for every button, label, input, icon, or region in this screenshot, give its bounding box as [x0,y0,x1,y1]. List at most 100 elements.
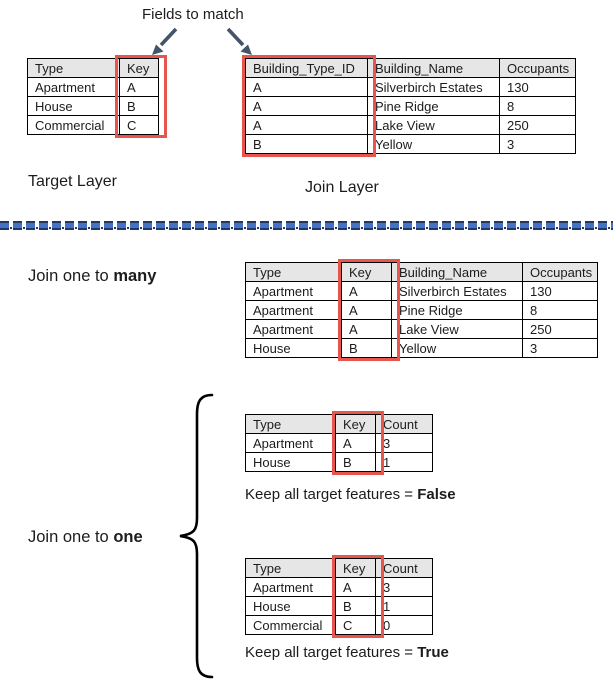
column-header: Type [245,558,336,578]
table-cell: A [245,96,368,116]
table-cell: Yellow [391,338,523,358]
table-cell: B [341,338,392,358]
label-text: Keep all target features = [245,486,418,503]
column-header: Occupants [499,58,576,78]
table-cell: A [341,281,392,301]
table-cell: Yellow [367,134,500,154]
column-header: Key [335,558,376,578]
table-cell: Apartment [245,300,342,320]
table-cell: B [335,596,376,616]
table-cell: 250 [522,319,598,339]
table-cell: A [119,77,159,97]
table-cell: 0 [375,615,433,635]
table-cell: 8 [522,300,598,320]
table-cell: 1 [375,596,433,616]
table-cell: Apartment [245,319,342,339]
column-header: Key [335,414,376,434]
table-cell: A [245,77,368,97]
join-layer-label: Join Layer [305,179,379,196]
table-cell: Lake View [391,319,523,339]
table-cell: House [245,596,336,616]
column-header: Building_Type_ID [245,58,368,78]
table-cell: Silverbirch Estates [367,77,500,97]
table-cell: 130 [522,281,598,301]
table-cell: 3 [375,433,433,453]
table-cell: B [119,96,159,116]
table-cell: Silverbirch Estates [391,281,523,301]
table-cell: A [335,577,376,597]
table-cell: Apartment [245,281,342,301]
section-divider [0,221,613,230]
table-cell: Commercial [245,615,336,635]
column-header: Type [245,262,342,282]
target-layer-label: Target Layer [28,173,117,190]
column-header: Key [119,58,159,78]
table-cell: 130 [499,77,576,97]
column-header: Type [27,58,120,78]
table-cell: A [341,300,392,320]
column-header: Count [375,558,433,578]
keep-true-label: Keep all target features = True [245,644,449,661]
table-cell: 250 [499,115,576,135]
column-header: Count [375,414,433,434]
column-header: Building_Name [391,262,523,282]
table-cell: Pine Ridge [367,96,500,116]
table-cell: 1 [375,452,433,472]
label-bold-text: many [113,267,157,285]
table-cell: Commercial [27,115,120,135]
join-one-to-many-label: Join one to many [28,267,156,286]
table-cell: Apartment [245,433,336,453]
table-cell: Apartment [27,77,120,97]
table-cell: A [335,433,376,453]
table-cell: A [341,319,392,339]
table-cell: Lake View [367,115,500,135]
table-cell: A [245,115,368,135]
table-cell: Pine Ridge [391,300,523,320]
label-text: Join one to [28,528,114,546]
table-cell: C [335,615,376,635]
table-cell: C [119,115,159,135]
table-cell: 8 [499,96,576,116]
table-cell: 3 [375,577,433,597]
match-arrows-icon [152,27,252,55]
keep-false-label: Keep all target features = False [245,486,456,503]
join-one-to-one-label: Join one to one [28,528,143,547]
curly-brace-icon [179,393,214,679]
table-cell: 3 [499,134,576,154]
label-text: Keep all target features = [245,644,418,661]
label-bold-text: False [417,486,456,503]
label-bold-text: True [417,644,449,661]
table-cell: House [245,452,336,472]
